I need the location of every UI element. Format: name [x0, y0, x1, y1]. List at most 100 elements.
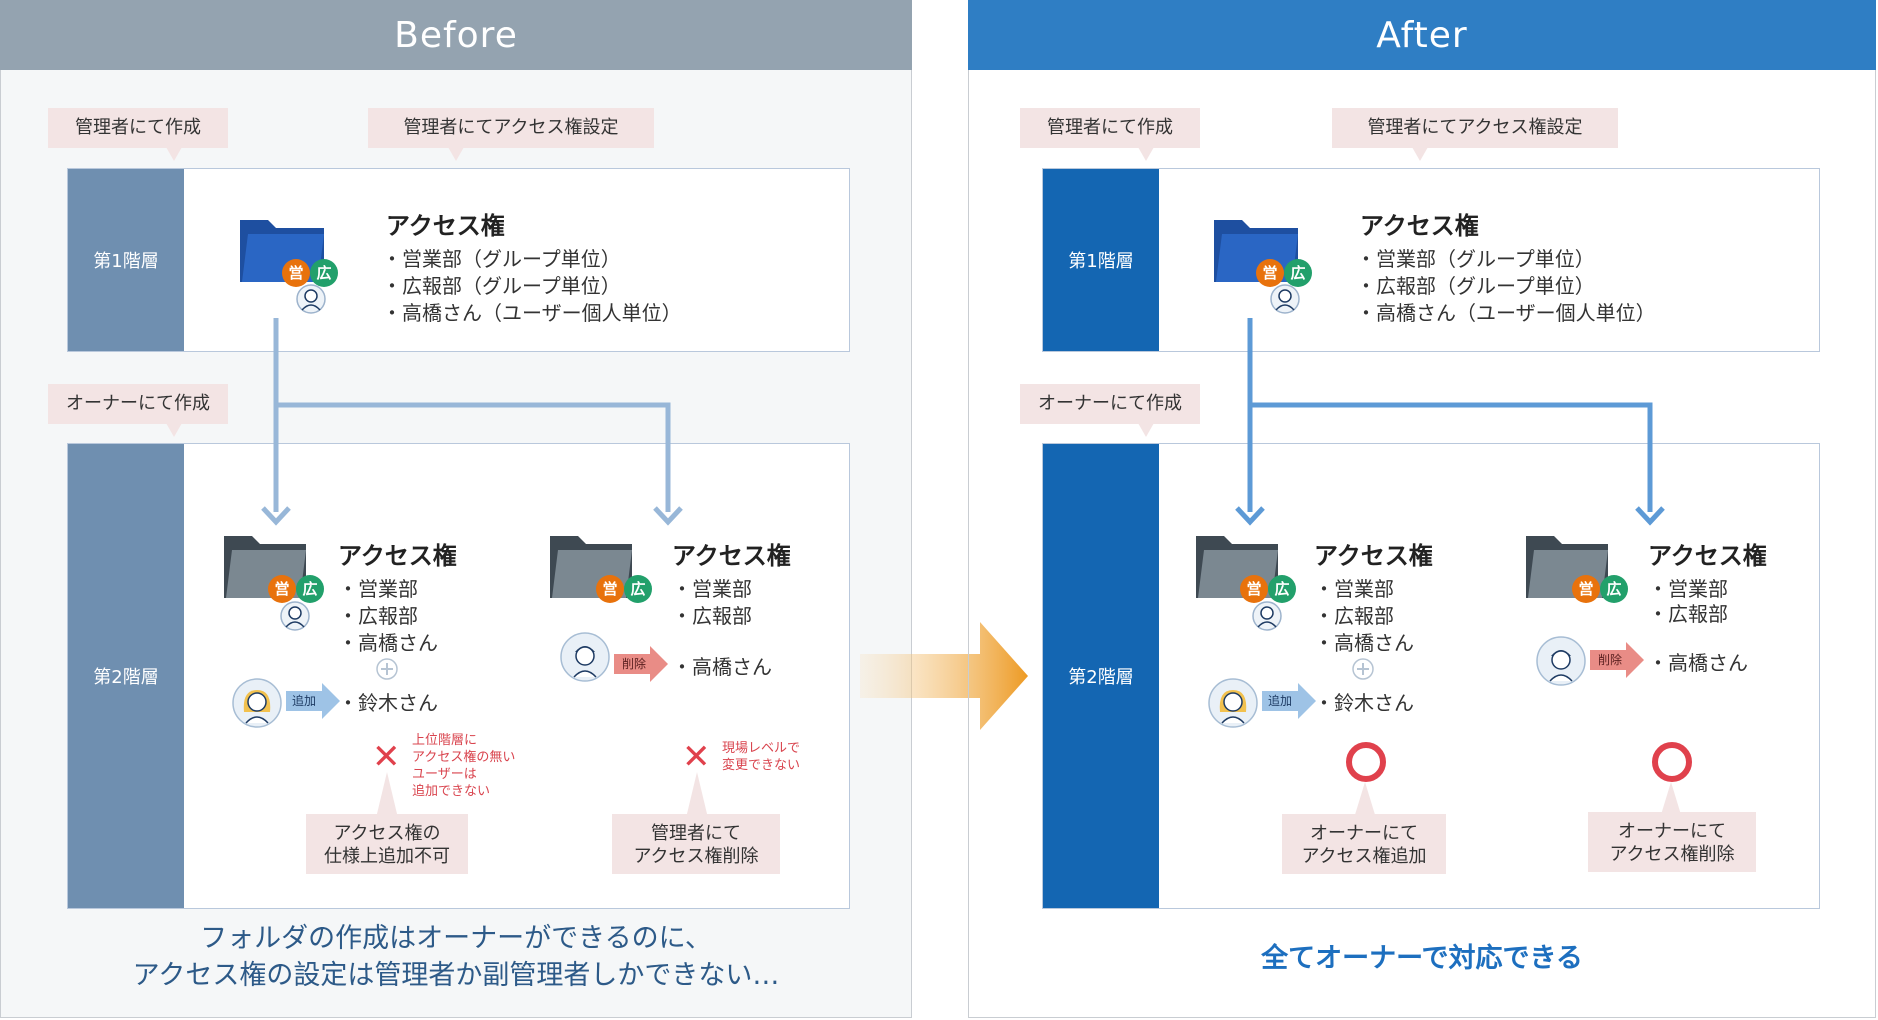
after-header: After: [968, 0, 1876, 70]
badge-eigyo: 営: [1256, 259, 1284, 287]
l1-item: ・高橋さん（ユーザー個人単位）: [1356, 301, 1656, 325]
tag-admin-access: 管理者にてアクセス権設定: [1332, 108, 1618, 161]
add-arrow-icon: [1262, 683, 1316, 719]
tag-admin-access: 管理者にてアクセス権設定: [368, 108, 654, 161]
delete-label: 削除: [622, 657, 647, 671]
plus-icon: [1352, 658, 1374, 680]
left-note-line: ユーザーは: [412, 767, 477, 782]
l1-item: ・営業部（グループ単位）: [1356, 247, 1595, 271]
level1-bar: 第1階層: [68, 169, 184, 351]
right-note-line: 変更できない: [722, 758, 801, 773]
user-avatar-female-icon: [1208, 678, 1258, 728]
right-result-line: オーナーにて: [1618, 821, 1726, 842]
callout-pointer: [376, 772, 398, 818]
tag-pointer: [1138, 147, 1154, 161]
level2-bar: 第2階層: [1043, 444, 1159, 908]
l1-item: ・広報部（グループ単位）: [1356, 274, 1595, 298]
badge-kouhou: 広: [1284, 259, 1312, 287]
plus-icon: [376, 658, 398, 680]
right-item: ・営業部: [1648, 577, 1728, 601]
left-item: ・広報部: [1314, 604, 1394, 628]
before-caption-line: フォルダの作成はオーナーができるのに、: [200, 923, 712, 954]
badge-kouhou: 広: [310, 259, 338, 287]
l1-item: ・高橋さん（ユーザー個人単位）: [382, 301, 682, 325]
l1-access-title: アクセス権: [386, 212, 505, 240]
left-result-line: 仕様上追加不可: [324, 846, 450, 867]
left-item: ・営業部: [338, 577, 418, 601]
tag-pointer: [166, 423, 182, 437]
left-item: ・広報部: [338, 604, 418, 628]
delete-arrow-icon: [614, 646, 668, 682]
badge-eigyo: 営: [268, 575, 296, 603]
left-result-box: アクセス権の 仕様上追加不可: [306, 814, 468, 874]
tag-pointer: [166, 147, 182, 161]
callout-pointer: [1354, 782, 1376, 818]
delete-label: 削除: [1598, 653, 1623, 667]
l1-item: ・営業部（グループ単位）: [382, 247, 621, 271]
tag-admin-create-label: 管理者にて作成: [75, 117, 201, 138]
level1-box: 第1階層: [67, 168, 850, 352]
after-caption: 全てオーナーで対応できる: [1261, 943, 1583, 974]
tag-owner-create-label: オーナーにて作成: [66, 393, 210, 414]
before-panel: Before 管理者にて作成 管理者にてアクセス権設定 第1階層 営 広 アクセ…: [0, 0, 912, 1018]
user-avatar-icon: [1270, 284, 1300, 314]
tag-admin-access-label: 管理者にてアクセス権設定: [403, 117, 619, 138]
user-avatar-icon: [1252, 601, 1282, 631]
user-avatar-female-icon: [232, 678, 282, 728]
badge-eigyo: 営: [1572, 575, 1600, 603]
add-label: 追加: [292, 694, 317, 708]
tag-pointer: [1412, 147, 1428, 161]
tag-owner-create: オーナーにて作成: [1020, 384, 1200, 437]
left-result-box: オーナーにて アクセス権追加: [1282, 814, 1446, 874]
right-item: ・広報部: [672, 604, 752, 628]
tag-pointer: [1138, 423, 1154, 437]
user-avatar-icon: [280, 601, 310, 631]
right-access-title: アクセス権: [672, 542, 791, 570]
left-result-line: アクセス権追加: [1301, 846, 1427, 867]
left-note: 上位階層に アクセス権の無い ユーザーは 追加できない: [412, 732, 515, 800]
delete-item: ・高橋さん: [672, 655, 772, 679]
cross-mark-icon: ✕: [682, 737, 711, 777]
add-arrow-icon: [286, 683, 340, 719]
l1-item: ・広報部（グループ単位）: [382, 274, 621, 298]
badge-eigyo: 営: [596, 575, 624, 603]
right-result-line: アクセス権削除: [1609, 844, 1735, 865]
tag-admin-access-label: 管理者にてアクセス権設定: [1367, 117, 1583, 138]
left-access-title: アクセス権: [1314, 542, 1433, 570]
right-item: ・営業部: [672, 577, 752, 601]
add-label: 追加: [1268, 694, 1293, 708]
badge-kouhou: 広: [1600, 575, 1628, 603]
left-item: ・高橋さん: [338, 631, 438, 655]
left-result-line: オーナーにて: [1310, 823, 1418, 844]
tag-admin-create: 管理者にて作成: [48, 108, 228, 161]
before-caption: フォルダの作成はオーナーができるのに、 アクセス権の設定は管理者か副管理者しかで…: [0, 920, 912, 994]
callout-pointer: [1660, 782, 1682, 818]
tag-admin-create: 管理者にて作成: [1020, 108, 1200, 161]
badge-eigyo: 営: [282, 259, 310, 287]
before-caption-line: アクセス権の設定は管理者か副管理者しかできない…: [132, 960, 780, 991]
right-result-line: 管理者にて: [651, 823, 741, 844]
callout-pointer: [686, 772, 708, 818]
left-item: ・高橋さん: [1314, 631, 1414, 655]
inheritance-connector: [261, 318, 683, 526]
right-note: 現場レベルで 変更できない: [722, 740, 800, 774]
l1-access-title: アクセス権: [1360, 212, 1479, 240]
user-avatar-icon: [296, 284, 326, 314]
circle-mark-icon: [1346, 742, 1386, 782]
right-result-box: 管理者にて アクセス権削除: [612, 814, 780, 874]
inheritance-connector: [1235, 318, 1665, 526]
right-item: ・広報部: [1648, 602, 1728, 626]
left-item: ・営業部: [1314, 577, 1394, 601]
level1-bar: 第1階層: [1043, 169, 1159, 351]
right-access-title: アクセス権: [1648, 542, 1767, 570]
level2-bar: 第2階層: [68, 444, 184, 908]
left-note-line: 上位階層に: [412, 733, 478, 748]
delete-item: ・高橋さん: [1648, 651, 1748, 675]
transition-arrow-icon: [860, 622, 1028, 730]
left-note-line: アクセス権の無い: [412, 750, 516, 765]
tag-pointer: [448, 147, 464, 161]
add-item: ・鈴木さん: [1314, 691, 1414, 715]
after-panel: After 管理者にて作成 管理者にてアクセス権設定 第1階層 営 広 アクセス…: [968, 0, 1876, 1018]
right-result-line: アクセス権削除: [633, 846, 759, 867]
right-note-line: 現場レベルで: [722, 741, 801, 756]
